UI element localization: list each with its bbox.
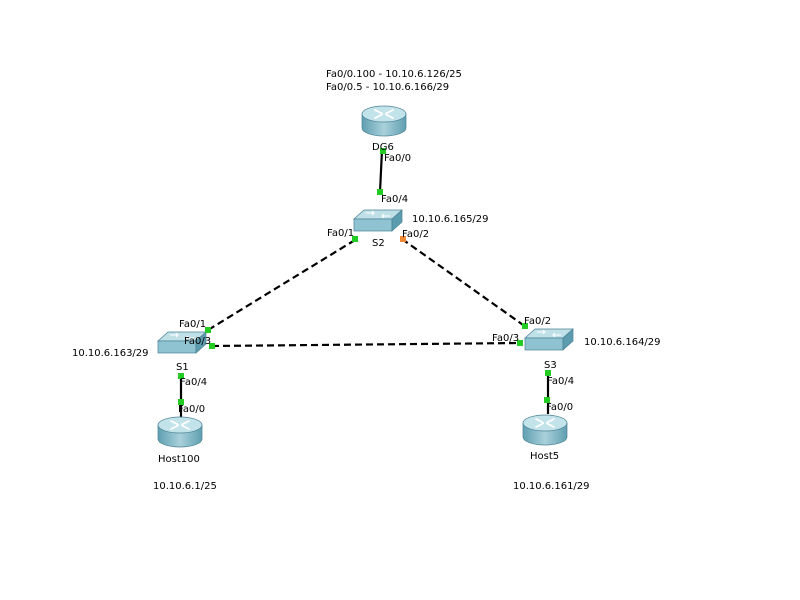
link-dg6-s2[interactable] <box>378 149 384 193</box>
port-label-s2-fa04: Fa0/4 <box>381 194 408 205</box>
subinterface-line: Fa0/0.5 - 10.10.6.166/29 <box>326 82 450 93</box>
switch-s2-icon[interactable] <box>353 209 403 232</box>
port-light <box>178 373 184 379</box>
switch-s3-icon[interactable] <box>524 328 574 351</box>
host100-label: Host100 <box>158 454 200 465</box>
host100-ip: 10.10.6.1/25 <box>153 481 217 492</box>
port-lights <box>178 148 551 405</box>
port-light <box>178 399 184 405</box>
subinterface-line: Fa0/0.100 - 10.10.6.126/25 <box>326 69 462 80</box>
port-light <box>544 397 550 403</box>
port-label-s1-fa03: Fa0/3 <box>184 336 211 347</box>
port-label-host5-fa00: Fa0/0 <box>546 402 573 413</box>
switch-s1-label: S1 <box>176 362 189 373</box>
port-light <box>205 327 211 333</box>
switch-s3-label: S3 <box>544 360 557 371</box>
port-label-s2-fa02: Fa0/2 <box>402 229 429 240</box>
router-subinterfaces: Fa0/0.100 - 10.10.6.126/25 Fa0/0.5 - 10.… <box>326 68 462 94</box>
port-label-s3-fa03: Fa0/3 <box>492 333 519 344</box>
port-label-s2-fa01: Fa0/1 <box>327 228 354 239</box>
router-dg6-label: DG6 <box>372 142 394 153</box>
port-light <box>522 323 528 329</box>
link-s2-s3[interactable] <box>401 238 527 328</box>
port-light <box>377 189 383 195</box>
port-label-s1-fa01: Fa0/1 <box>179 319 206 330</box>
host5-ip: 10.10.6.161/29 <box>513 481 590 492</box>
port-light <box>400 236 406 242</box>
port-light <box>380 148 386 154</box>
port-label-s3-fa04: Fa0/4 <box>547 376 574 387</box>
port-light <box>517 340 523 346</box>
link-s2-s1[interactable] <box>207 239 356 331</box>
port-label-dg6-fa00: Fa0/0 <box>384 153 411 164</box>
link-s1-s3[interactable] <box>211 341 522 348</box>
host5-router-icon[interactable] <box>522 414 568 446</box>
port-light <box>209 343 215 349</box>
router-dg6-icon[interactable] <box>361 105 407 137</box>
switch-s3-ip: 10.10.6.164/29 <box>584 337 661 348</box>
port-label-s1-fa04: Fa0/4 <box>180 377 207 388</box>
port-light <box>545 370 551 376</box>
switch-s1-ip: 10.10.6.163/29 <box>72 348 149 359</box>
host5-label: Host5 <box>530 451 559 462</box>
host100-router-icon[interactable] <box>157 416 203 448</box>
port-label-s3-fa02: Fa0/2 <box>524 316 551 327</box>
links <box>179 149 550 420</box>
switch-s2-label: S2 <box>372 238 385 249</box>
port-light <box>352 236 358 242</box>
port-label-host100-fa00: Fa0/0 <box>178 404 205 415</box>
switch-s2-ip: 10.10.6.165/29 <box>412 214 489 225</box>
